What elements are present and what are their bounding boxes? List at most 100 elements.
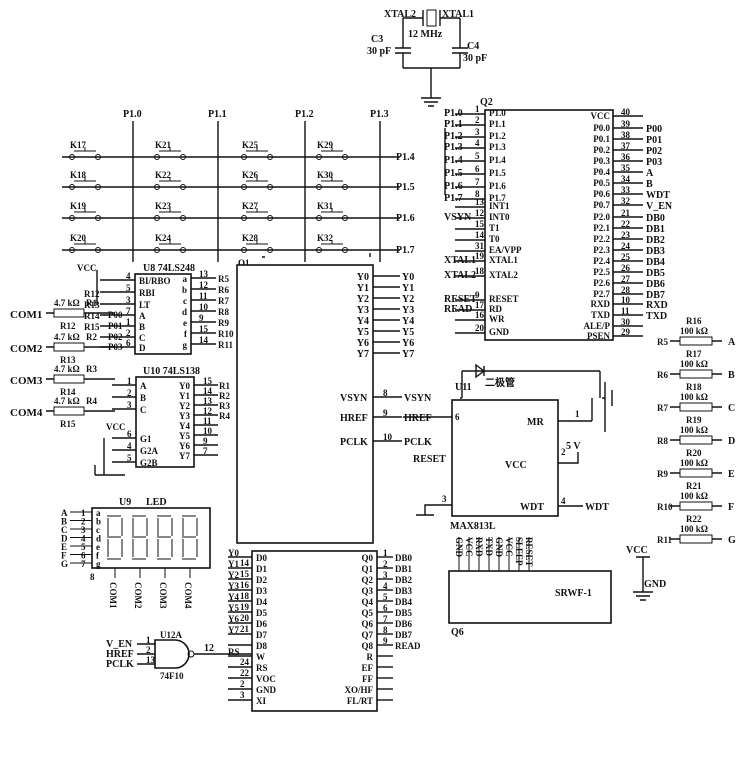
fifo-right-net: READ <box>395 641 421 651</box>
keypad-col-label: P1.0 <box>123 109 142 120</box>
mcu-left-pin: P1.4 <box>489 155 506 165</box>
key-contact-icon <box>69 247 75 253</box>
u8-right-num: 11 <box>199 291 208 301</box>
fifo-left-pin: D8 <box>256 641 267 651</box>
led-seg-right: f <box>96 551 100 561</box>
fifo-right-pin: Q0 <box>361 553 373 563</box>
mcu-right-num: 27 <box>621 274 631 284</box>
u10-chip <box>135 376 195 468</box>
mcu-right-pin: P0.2 <box>593 145 610 155</box>
mcu-right-net: DB0 <box>646 213 665 224</box>
mcu-right-num: 37 <box>621 141 631 151</box>
fifo-right-num: 2 <box>383 559 388 569</box>
com-ref: R1 <box>86 298 97 308</box>
pullup-ref: R9 <box>657 469 668 479</box>
reset-out: WDT <box>585 502 609 513</box>
u8-right-num: 14 <box>199 335 209 345</box>
u10-right-num: 14 <box>203 386 213 396</box>
mcu-right-net: DB2 <box>646 235 665 246</box>
wire <box>246 240 268 245</box>
pullup-ref: R8 <box>657 436 668 446</box>
pullup-out: E <box>728 469 735 480</box>
fifo-left-pin: RS <box>256 663 268 673</box>
keypad-row-label: P1.6 <box>396 213 415 224</box>
camera-pin: Y0 <box>357 272 369 283</box>
u10-left-num: 6 <box>127 429 132 439</box>
mcu-left-pin: P1.1 <box>489 119 506 129</box>
led-com-label: COM1 <box>108 582 118 609</box>
u10-right-pin: Y2 <box>179 401 190 411</box>
com-ref2: R13 <box>60 355 76 365</box>
wire <box>558 452 579 464</box>
fifo-left-net: Y1 <box>228 559 239 569</box>
u10-right-num: 12 <box>203 406 213 416</box>
fifo-left-net: Y3 <box>228 581 239 591</box>
wire <box>321 177 343 182</box>
mcu-right-num: 23 <box>621 230 631 240</box>
mcu-left-net: P1.7 <box>444 193 463 204</box>
fifo-left-num: 3 <box>240 690 245 700</box>
led-seg-left: D <box>61 534 68 544</box>
u10-right-num: 7 <box>203 446 208 456</box>
pullup-res: R16 <box>686 316 702 326</box>
pullup-value: 100 kΩ <box>680 425 708 435</box>
u8-left-num: 2 <box>126 328 131 338</box>
camera-net: Y3 <box>402 305 414 316</box>
pullup-out: D <box>728 436 735 447</box>
led-seg-right: b <box>96 517 101 527</box>
u8-res-ref: R13 <box>84 300 100 310</box>
led-com-label: COM2 <box>133 582 143 609</box>
fifo-left-pin: VOC <box>256 674 276 684</box>
pullup-value: 100 kΩ <box>680 458 708 468</box>
camera-net: Y2 <box>402 294 414 305</box>
fifo-right-num: 6 <box>383 603 388 613</box>
led-seg-left: F <box>61 551 67 561</box>
key-contact-icon <box>95 215 101 221</box>
u8-left-pin: C <box>139 333 146 343</box>
led-com-label: COM3 <box>158 582 168 609</box>
keypad-row-label: P1.4 <box>396 152 415 163</box>
key-contact-icon <box>154 215 160 221</box>
fifo-left-pin: GND <box>256 685 277 695</box>
fifo-section: D0Y014D1Y115D2Y216D3Y318D4Y419D5Y520D6Y6… <box>228 548 421 712</box>
u8-right-pin: f <box>184 329 188 339</box>
u8-right-num: 13 <box>199 269 209 279</box>
fifo-left-num: 15 <box>240 569 250 579</box>
seven-seg-icon <box>157 515 173 560</box>
diode-label: 二极管 <box>485 376 515 389</box>
fifo-left-pin: D5 <box>256 608 267 618</box>
pullup-value: 100 kΩ <box>680 392 708 402</box>
com-label: COM4 <box>10 407 43 419</box>
u8-left-num: 5 <box>126 283 131 293</box>
camera-net: Y7 <box>402 349 414 360</box>
mcu-right-pin: ALE/P <box>583 321 610 331</box>
u10-vcc: VCC <box>106 422 126 432</box>
fifo-left-pin: D6 <box>256 619 267 629</box>
u10-right-pin: Y4 <box>179 421 190 431</box>
mcu-right-pin: P0.5 <box>593 178 610 188</box>
fifo-left-net: Y7 <box>228 625 239 635</box>
led-seg-right: d <box>96 534 101 544</box>
u10-left-num: 3 <box>127 400 132 410</box>
xtal2-label: XTAL2 <box>384 9 416 20</box>
u8-left-pin: B <box>139 322 145 332</box>
mcu-right-num: 11 <box>621 306 630 316</box>
resistor-icon <box>679 501 713 511</box>
mcu-left-net: P1.4 <box>444 155 463 166</box>
u10-right-res: R4 <box>219 411 230 421</box>
mcu-right-net: DB5 <box>646 268 665 279</box>
wire <box>159 147 181 152</box>
camera-pin: Y1 <box>357 283 369 294</box>
fifo-right-pin: Q6 <box>361 619 373 629</box>
key-contact-icon <box>267 154 273 160</box>
u8-right-pin: e <box>183 318 187 328</box>
mcu-left-pin: EA/VPP <box>489 245 522 255</box>
u10-right-pin: Y3 <box>179 411 190 421</box>
com-value: 4.7 kΩ <box>54 396 80 406</box>
key-label: K20 <box>70 233 87 243</box>
fifo-chip <box>251 550 378 712</box>
mcu-left-net: P1.1 <box>444 119 463 130</box>
u8-left-pin: A <box>139 311 146 321</box>
